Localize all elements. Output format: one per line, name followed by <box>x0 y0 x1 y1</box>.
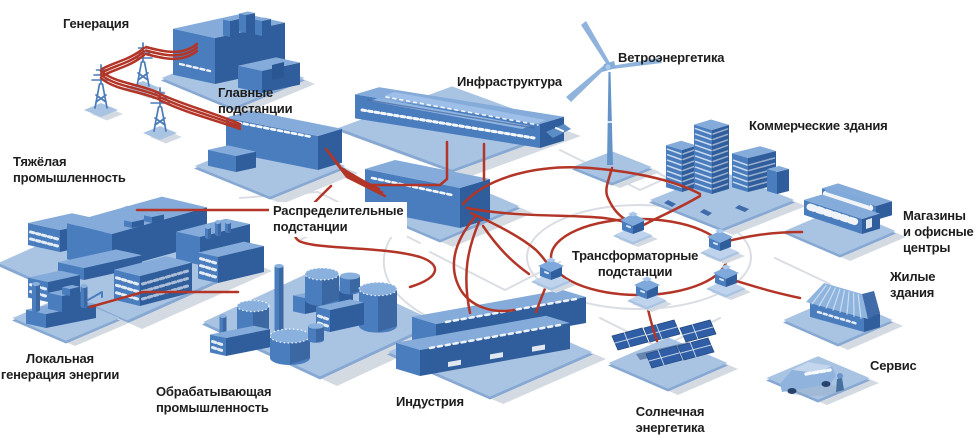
label-main-substations: Главные подстанции <box>218 85 293 116</box>
residential-building-illustration <box>783 283 903 350</box>
wind-turbine-illustration <box>566 21 662 188</box>
label-wind-energy: Ветроэнергетика <box>618 50 725 65</box>
label-local-generation: Локальная генерация энергии <box>0 351 120 382</box>
solar-panels-illustration <box>608 319 738 395</box>
label-distribution-substations: Распределительные подстанции <box>269 202 408 237</box>
infrastructure-illustration <box>337 86 581 178</box>
generation-plant-illustration <box>161 11 315 114</box>
label-generation: Генерация <box>63 16 129 31</box>
shops-illustration <box>784 183 906 261</box>
transformer-boxes <box>531 211 751 312</box>
label-industry: Индустрия <box>396 394 464 409</box>
label-processing-industry: Обрабатывающая промышленность <box>156 384 272 415</box>
label-service: Сервис <box>870 358 917 373</box>
label-heavy-industry: Тяжёлая промышленность <box>13 154 126 185</box>
industry-illustration <box>387 289 606 404</box>
label-commercial-buildings: Коммерческие здания <box>749 118 888 133</box>
label-infrastructure: Инфраструктура <box>457 74 562 89</box>
heavy-industry-illustration <box>0 196 272 329</box>
label-shops-office-centers: Магазины и офисные центры <box>903 208 974 255</box>
processing-industry-illustration <box>202 264 455 386</box>
commercial-buildings-illustration <box>649 119 806 235</box>
label-residential-buildings: Жилые здания <box>890 269 936 300</box>
service-van-illustration <box>766 356 879 405</box>
label-solar-energy: Солнечная энергетика <box>635 404 705 435</box>
main-substation-illustration <box>194 110 358 204</box>
label-transformer-substations: Трансформаторные подстанции <box>571 248 699 279</box>
